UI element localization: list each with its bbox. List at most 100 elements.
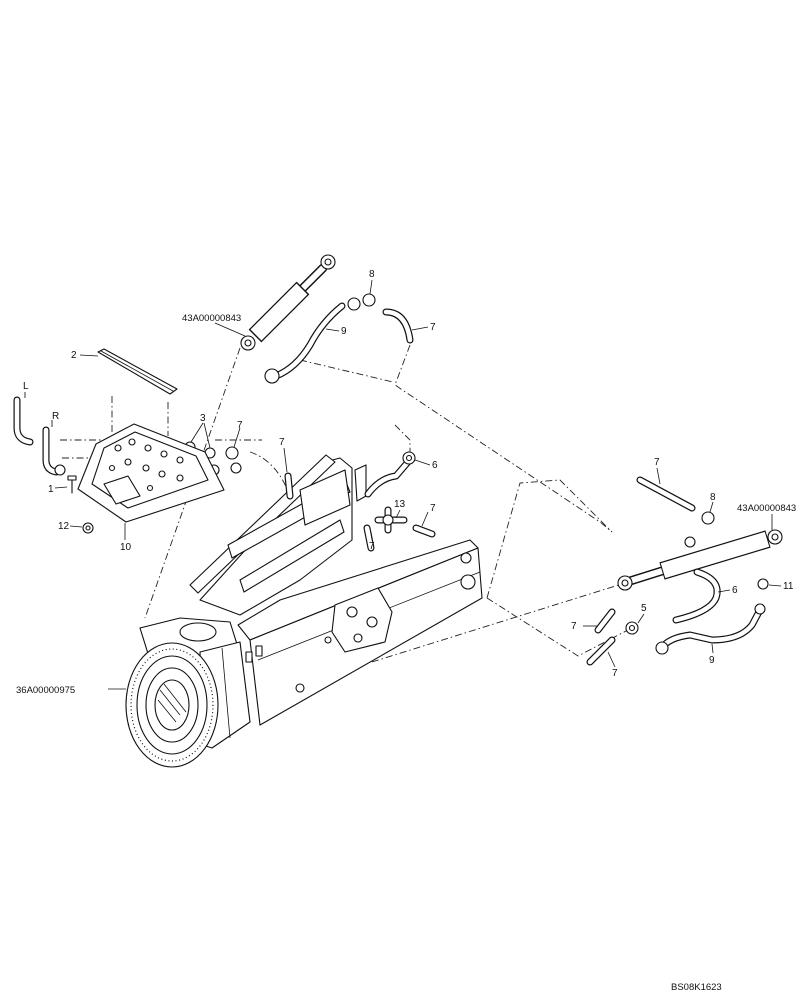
callout-item-7: 7 xyxy=(237,420,243,431)
leader-8-a xyxy=(369,279,373,295)
valve-port-10 xyxy=(108,464,116,472)
front-frame xyxy=(139,454,483,749)
axle-housing xyxy=(125,642,219,768)
routing-line-left-hoses xyxy=(24,392,53,428)
leader-13 xyxy=(395,509,401,519)
tube-7-right-bottom-core xyxy=(587,637,615,665)
bracket-hole-2 xyxy=(366,616,378,628)
frame-cross-member-lower xyxy=(239,519,345,593)
tube-7-right-lower-core xyxy=(595,609,615,633)
cylinder-right-eye-right-hole xyxy=(771,533,779,541)
valve-port-1 xyxy=(114,444,122,452)
frame-rear-plate xyxy=(354,464,367,502)
tube-7-right-of-13-core xyxy=(413,525,435,537)
nut-12-hole xyxy=(85,525,91,531)
leader-7-c xyxy=(283,447,288,473)
fitting-11-upper xyxy=(757,578,769,590)
bracket-hole-3 xyxy=(353,633,363,643)
callout-item-1: 1 xyxy=(48,484,54,495)
bolt-1-head xyxy=(67,475,77,481)
tube-6-middle-core xyxy=(365,459,411,497)
routing-line-lower xyxy=(371,582,626,663)
tube-7-right-top-core xyxy=(637,477,695,511)
axle-hatch xyxy=(157,683,187,723)
leader-7-d xyxy=(421,511,429,527)
leader-cylinder-a xyxy=(214,322,246,337)
valve-panel-window xyxy=(103,475,141,505)
fitting-elbow-right xyxy=(684,536,696,548)
leader-7-a xyxy=(233,427,241,448)
callout-item-7: 7 xyxy=(571,621,577,632)
callout-item-5: 5 xyxy=(641,603,647,614)
callout-item-7: 7 xyxy=(369,541,375,552)
leader-6-a xyxy=(414,459,431,466)
valve-port-5 xyxy=(176,456,184,464)
bracket-hole-1 xyxy=(346,606,358,618)
valve-panel xyxy=(67,423,225,523)
cylinder-top-eye-lower-hole xyxy=(244,339,252,347)
tube-7-top-core xyxy=(383,309,413,343)
frame-slot-1 xyxy=(245,651,253,663)
callout-item-6: 6 xyxy=(732,585,738,596)
valve-port-9 xyxy=(176,474,184,482)
leader-6-b xyxy=(717,589,731,593)
valve-port-6 xyxy=(124,458,132,466)
leader-7-h xyxy=(607,651,616,668)
hose-right-core xyxy=(43,427,59,475)
leader-12 xyxy=(69,525,83,528)
hose-9-top-core xyxy=(273,303,345,379)
hoses xyxy=(13,302,764,666)
fitting-hose-9-top xyxy=(264,368,280,384)
fitting-8-right xyxy=(701,511,715,525)
callout-item-9: 9 xyxy=(709,655,715,666)
fitting-8-top xyxy=(362,293,376,307)
routing-line-cylinder-leader xyxy=(144,347,241,619)
frame-boss-lower xyxy=(460,574,476,590)
frame-knuckle xyxy=(179,622,217,642)
valve-port-3 xyxy=(144,444,152,452)
cylinder-right-rod-core xyxy=(627,567,668,584)
hose-left-core xyxy=(14,397,33,445)
valve-port-11 xyxy=(146,484,154,492)
leader-7-e xyxy=(370,531,373,541)
leader-1 xyxy=(54,486,68,489)
tube-7-middle-core xyxy=(285,473,293,499)
valve-port-4 xyxy=(160,450,168,458)
axle-bore xyxy=(154,679,190,731)
callout-labels: L R 2 3 7 8 9 7 43A00000843 7 6 13 7 7 1… xyxy=(16,269,796,993)
cylinder-top-barrel-core xyxy=(250,283,308,341)
fitting-5-tee-inner xyxy=(628,624,636,632)
routing-line-fitting-6 xyxy=(394,424,411,452)
callout-axle-ref: 36A00000975 xyxy=(16,685,75,696)
callout-item-8: 8 xyxy=(369,269,375,280)
routing-line-top-left xyxy=(299,359,394,383)
frame-tower-block xyxy=(299,469,351,526)
callout-item-3: 3 xyxy=(200,413,206,424)
routing-line-top-hose xyxy=(394,344,613,533)
leader-11 xyxy=(768,584,782,587)
callout-item-11: 11 xyxy=(783,581,794,592)
callout-item-8: 8 xyxy=(710,492,716,503)
fitting-tee-13 xyxy=(382,514,394,526)
hose-9-right-core xyxy=(659,607,763,651)
frame-top-flange xyxy=(189,454,336,594)
callout-item-9: 9 xyxy=(341,326,347,337)
leader-7-b xyxy=(411,326,429,331)
valve-port-2 xyxy=(128,438,136,446)
callout-item-13: 13 xyxy=(394,499,406,510)
tube-7-below-13-core xyxy=(364,525,374,551)
fitting-6-middle-inner xyxy=(405,454,413,462)
valve-port-7 xyxy=(142,464,150,472)
callout-item-12: 12 xyxy=(58,521,70,532)
fitting-left-hose xyxy=(54,464,66,476)
frame-pin-2 xyxy=(324,636,332,644)
front-block-edge xyxy=(221,647,231,739)
fitting-7-a xyxy=(225,446,239,460)
leader-9-a xyxy=(325,328,340,332)
leader-9-b xyxy=(711,643,714,654)
leader-8-b xyxy=(709,501,714,513)
mounting-bar xyxy=(97,348,178,395)
leader-lines xyxy=(54,279,782,690)
routing-lines xyxy=(24,344,629,663)
routing-line-middle xyxy=(249,451,295,541)
